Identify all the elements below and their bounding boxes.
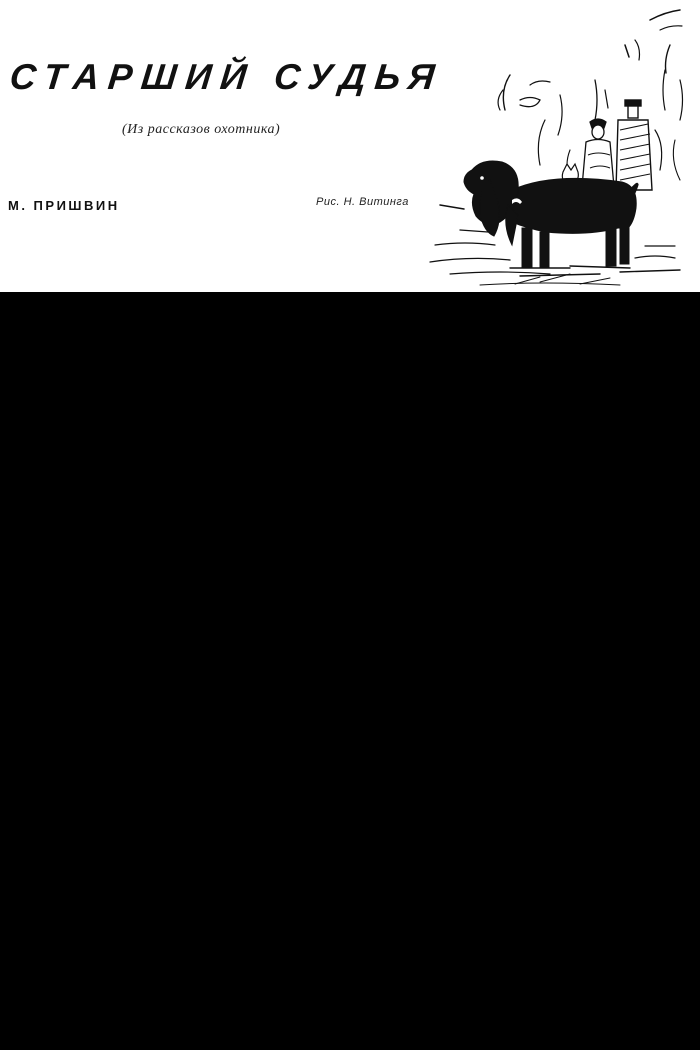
illustrator-credit: Рис. Н. Витинга <box>316 196 409 208</box>
dog-illustration <box>429 9 684 286</box>
article-subtitle: (Из рассказов охотника) <box>122 122 281 137</box>
author-name: М. ПРИШВИН <box>8 198 120 213</box>
blank-black-area <box>0 292 700 1050</box>
article-title: СТАРШИЙ СУДЬЯ <box>7 56 446 97</box>
article-header: СТАРШИЙ СУДЬЯ (Из рассказов охотника) М.… <box>0 0 700 292</box>
